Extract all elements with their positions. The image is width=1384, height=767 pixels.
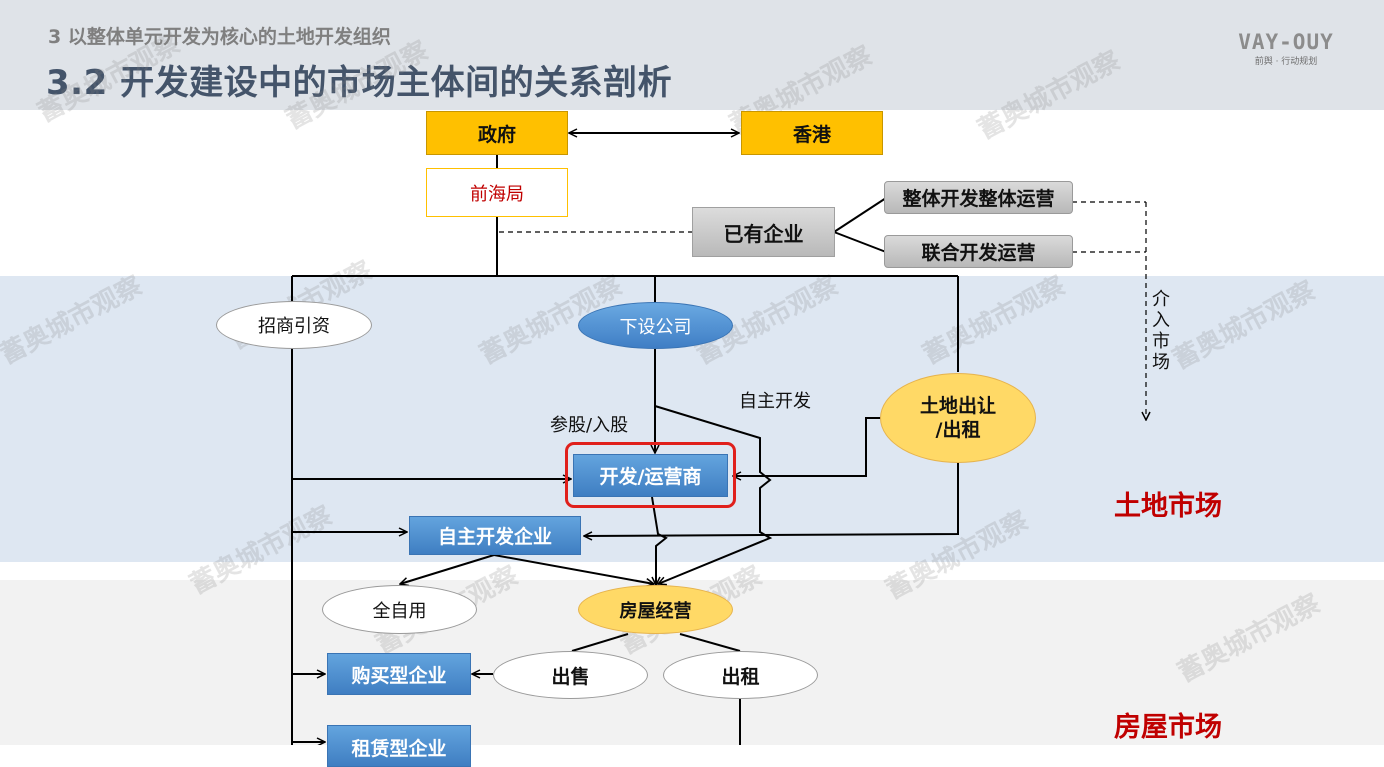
node-government: 政府 (426, 111, 568, 155)
header-band (0, 0, 1384, 110)
node-whole-dev-ops: 整体开发整体运营 (884, 181, 1073, 214)
logo-mark: VAY-OUY (1238, 30, 1334, 54)
node-housing-operation: 房屋经营 (578, 585, 733, 634)
node-developer-operator: 开发/运营商 (573, 454, 728, 497)
node-purchase-enterprise: 购买型企业 (327, 653, 471, 695)
slide-subtitle: 3 以整体单元开发为核心的土地开发组织 (48, 26, 391, 48)
diagram-connectors (291, 0, 1384, 745)
slide-title: 3.2 开发建设中的市场主体间的关系剖析 (46, 63, 673, 103)
logo-subtext: 前舆 · 行动规划 (1254, 57, 1318, 67)
label-equity: 参股/入股 (550, 415, 629, 436)
label-enter-market: 介入市场 (1152, 289, 1170, 373)
node-self-dev-enterprise: 自主开发企业 (409, 516, 581, 555)
node-joint-dev-ops: 联合开发运营 (884, 235, 1073, 268)
node-existing-enterprise: 已有企业 (692, 207, 835, 257)
node-lease: 出租 (663, 651, 818, 699)
node-subsidiary: 下设公司 (578, 302, 733, 349)
node-investment-promotion: 招商引资 (216, 301, 372, 349)
node-hongkong: 香港 (741, 111, 883, 155)
node-qianhai-bureau: 前海局 (426, 168, 568, 217)
label-self-development: 自主开发 (739, 391, 811, 412)
developer-highlight-frame (565, 442, 736, 508)
node-sale: 出售 (493, 651, 648, 699)
housing-market-label: 房屋市场 (1114, 712, 1222, 743)
land-market-label: 土地市场 (1114, 491, 1222, 522)
node-land-transfer: 土地出让 /出租 (880, 373, 1036, 463)
node-self-use: 全自用 (322, 585, 477, 634)
brand-logo: VAY-OUY 前舆 · 行动规划 (1222, 30, 1350, 67)
node-rental-enterprise: 租赁型企业 (327, 725, 471, 767)
